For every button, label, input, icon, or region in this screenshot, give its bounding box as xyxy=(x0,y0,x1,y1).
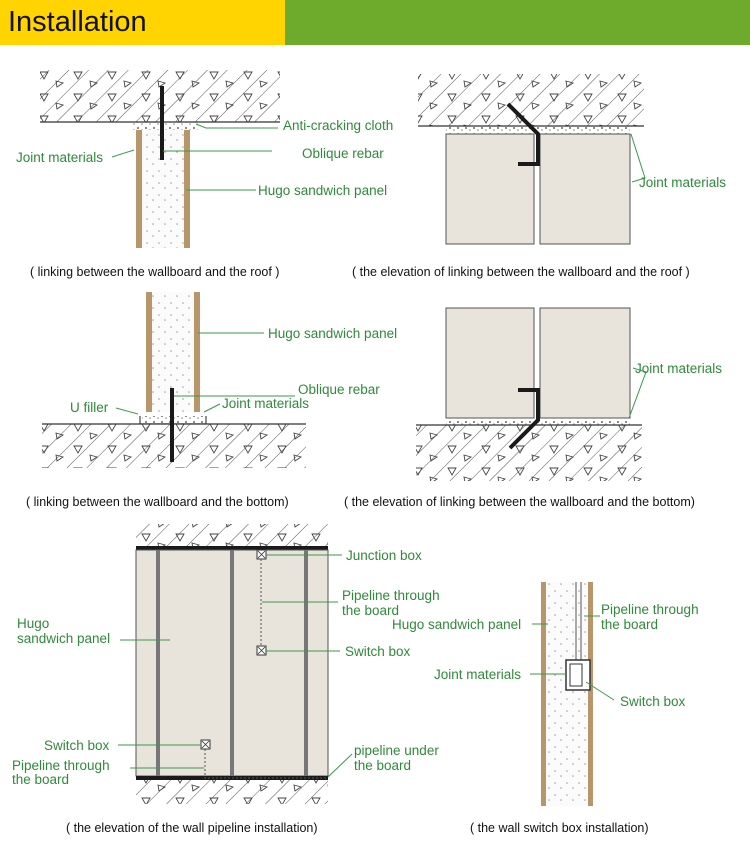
bottom-elevation-diagram: Joint materials ( the elevation of linki… xyxy=(344,307,722,509)
caption-roof: ( linking between the wallboard and the … xyxy=(30,265,279,279)
oblique-rebar xyxy=(170,388,174,462)
panel-right xyxy=(539,133,631,245)
switch-box-diagram: Pipeline through the board Hugo sandwich… xyxy=(392,582,699,835)
joint-material xyxy=(446,126,630,134)
label-anti-cracking-cloth: Anti-cracking cloth xyxy=(283,118,393,133)
label-hugo-panel: Hugo sandwich panel xyxy=(392,617,521,632)
label-junction-box: Junction box xyxy=(346,548,422,563)
caption-pipeline: ( the elevation of the wall pipeline ins… xyxy=(66,821,318,835)
panel-face-left xyxy=(136,130,142,248)
label-pipeline-1: Pipeline through xyxy=(601,602,699,617)
panel-left xyxy=(445,307,535,419)
title-box: Installation xyxy=(0,0,285,45)
page-header: Installation xyxy=(0,0,750,45)
label-hugo-panel: Hugo sandwich panel xyxy=(268,326,397,341)
oblique-rebar xyxy=(508,388,540,450)
oblique-rebar xyxy=(160,86,164,160)
panel-face-right xyxy=(184,130,190,248)
label-hugo: Hugo xyxy=(17,616,49,631)
label-u-filler: U filler xyxy=(70,400,109,415)
oblique-rebar xyxy=(506,102,540,166)
label-sandwich-panel: sandwich panel xyxy=(17,631,110,646)
label-hugo-panel: Hugo sandwich panel xyxy=(258,183,387,198)
joint-line xyxy=(156,550,160,776)
caption-roof-elevation: ( the elevation of linking between the w… xyxy=(352,265,690,279)
caption-bottom-elevation: ( the elevation of linking between the w… xyxy=(344,495,695,509)
pipeline-elevation-diagram: Junction box Pipeline through the board … xyxy=(12,524,440,835)
joint-material xyxy=(132,122,198,130)
panel-left xyxy=(445,133,535,245)
panel-core xyxy=(546,582,588,806)
label-switch-box: Switch box xyxy=(345,644,411,659)
roof-link-diagram: Anti-cracking cloth Joint materials Obli… xyxy=(16,70,393,279)
page-title: Installation xyxy=(8,6,147,38)
label-pipeline-under-1: pipeline under xyxy=(354,743,439,758)
label-oblique-rebar: Oblique rebar xyxy=(298,382,380,397)
label-joint-materials: Joint materials xyxy=(222,396,309,411)
label-switch-box-left: Switch box xyxy=(44,738,110,753)
label-joint-materials: Joint materials xyxy=(639,175,726,190)
bottom-link-diagram: Hugo sandwich panel Oblique rebar U fill… xyxy=(26,292,397,509)
label-pipeline-left-2: the board xyxy=(12,772,69,787)
label-pipeline-through-1: Pipeline through xyxy=(342,588,440,603)
pipeline-under-board xyxy=(204,749,326,779)
label-pipeline-through-2: the board xyxy=(342,603,399,618)
header-green-bar xyxy=(285,0,750,45)
caption-switch: ( the wall switch box installation) xyxy=(470,821,649,835)
label-oblique-rebar: Oblique rebar xyxy=(302,146,384,161)
label-pipeline-2: the board xyxy=(601,617,658,632)
label-switch-box: Switch box xyxy=(620,694,686,709)
label-pipeline-under-2: the board xyxy=(354,758,411,773)
joint-line xyxy=(304,550,308,776)
label-joint-materials: Joint materials xyxy=(434,667,521,682)
joint-line xyxy=(230,550,234,776)
label-joint-materials: Joint materials xyxy=(16,150,103,165)
panel-right xyxy=(539,307,631,419)
label-pipeline-left-1: Pipeline through xyxy=(12,758,110,773)
caption-bottom: ( linking between the wallboard and the … xyxy=(26,495,289,509)
roof-elevation-diagram: Joint materials ( the elevation of linki… xyxy=(352,74,726,279)
label-joint-materials: Joint materials xyxy=(635,361,722,376)
